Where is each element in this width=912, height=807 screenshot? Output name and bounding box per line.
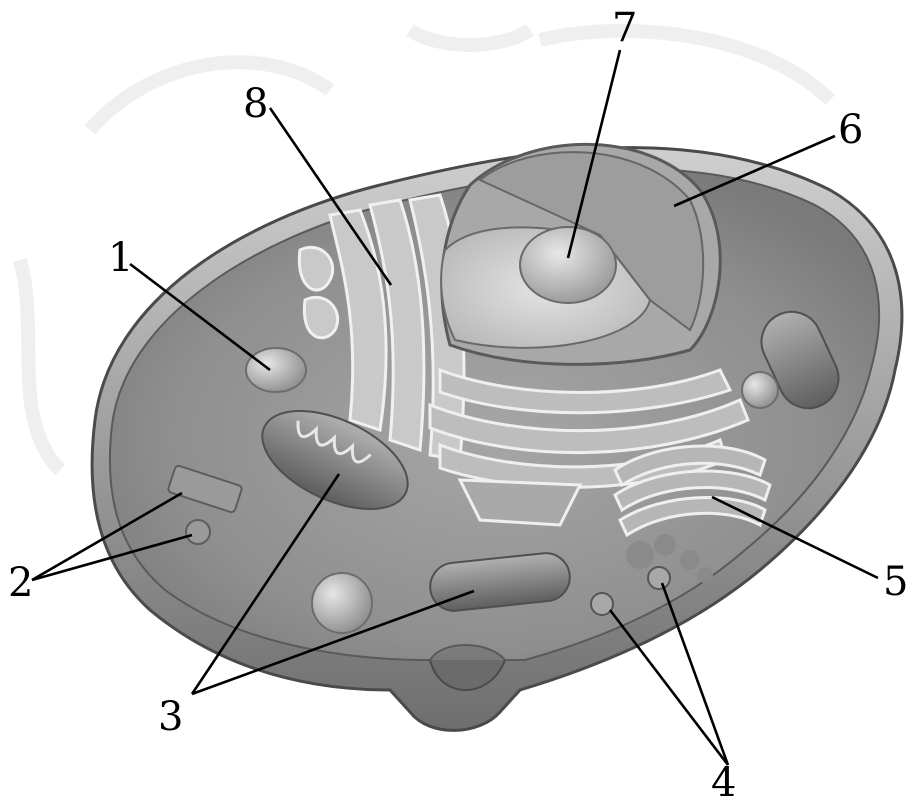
label-5: 5	[883, 562, 908, 602]
nucleolus	[520, 227, 616, 303]
label-6: 6	[838, 110, 863, 150]
label-1: 1	[108, 238, 133, 278]
label-4: 4	[711, 763, 736, 803]
vesicle-lower	[312, 573, 372, 633]
vesicle-right	[742, 372, 778, 408]
label-3: 3	[158, 697, 183, 737]
label-2: 2	[8, 563, 33, 603]
vesicle	[246, 348, 306, 392]
label-7: 7	[612, 8, 637, 48]
label-8: 8	[243, 84, 268, 124]
nucleus	[441, 144, 720, 364]
